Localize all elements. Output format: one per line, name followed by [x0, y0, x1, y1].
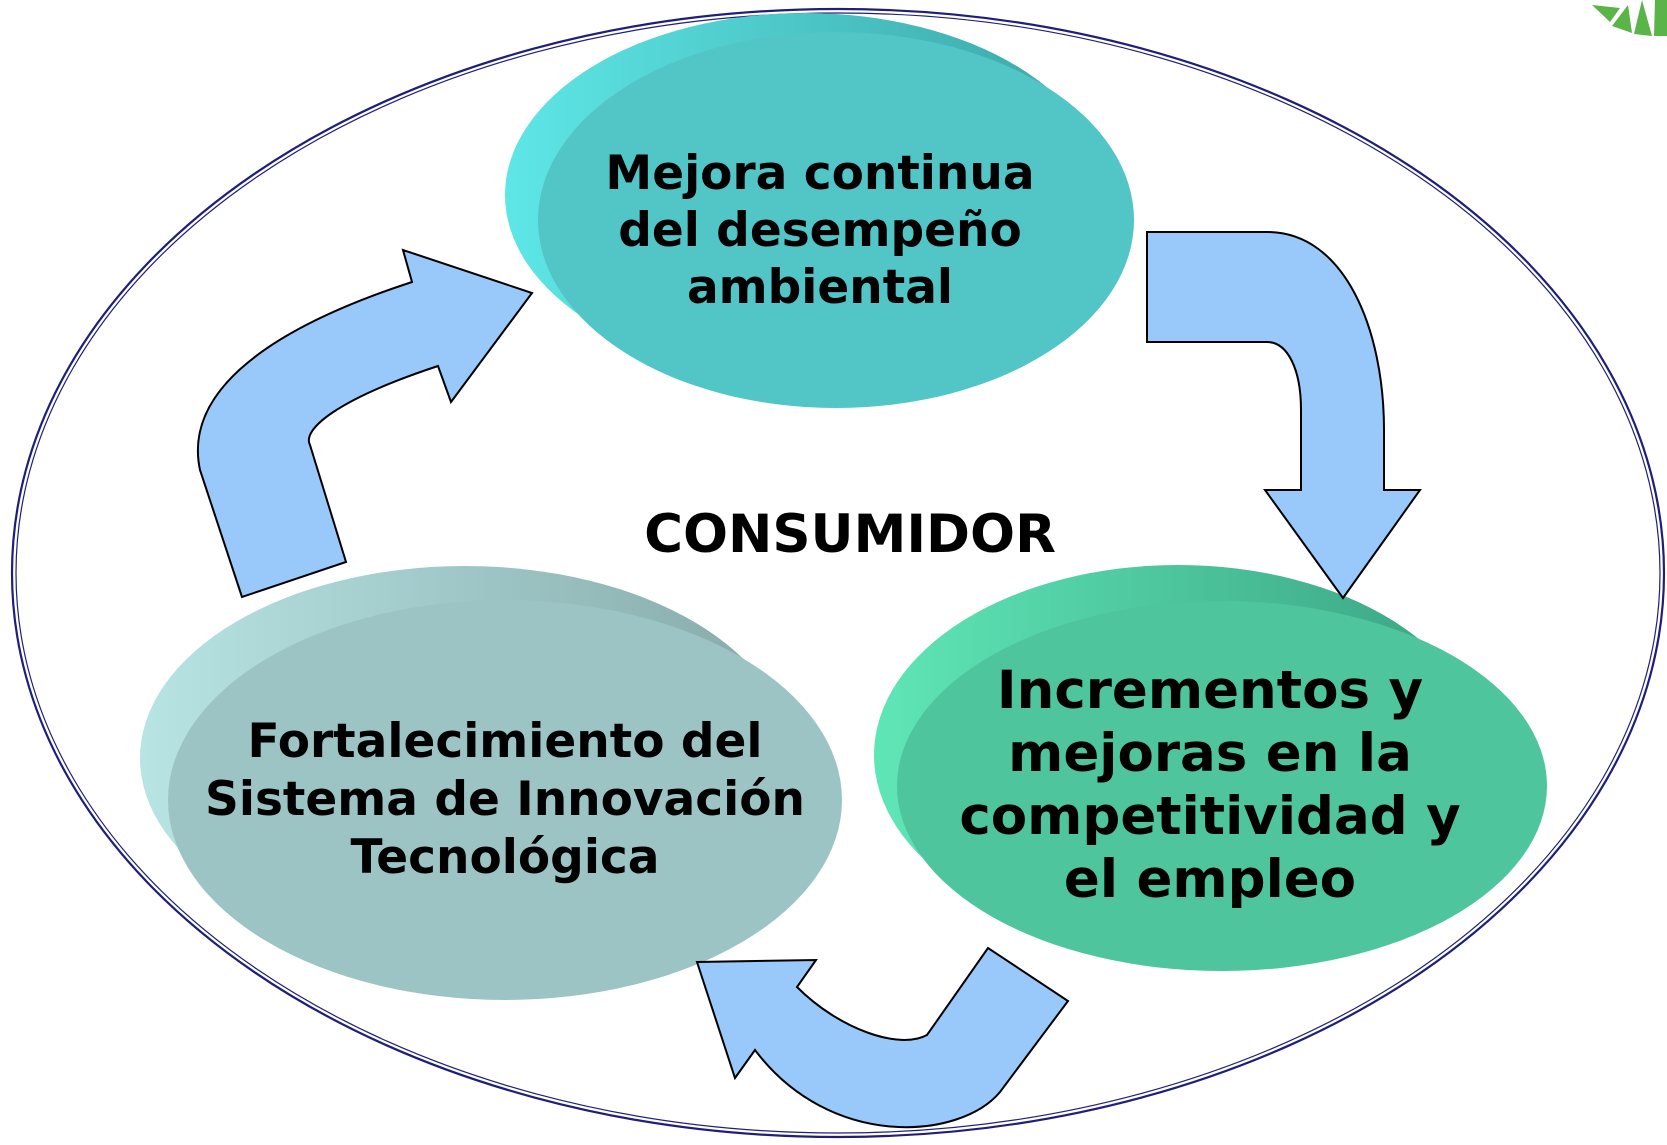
corner-logo-leaf-3 [1634, 0, 1652, 36]
corner-logo-leaf-2 [1612, 5, 1632, 33]
node-top [505, 13, 1134, 408]
node-right-label: Incrementos y mejoras en la competitivid… [959, 660, 1461, 910]
node-top-face [538, 32, 1134, 408]
center-label: CONSUMIDOR [644, 504, 1056, 565]
node-top-label: Mejora continua del desempeño ambiental [605, 145, 1035, 315]
arrow-top-to-right [1146, 231, 1422, 600]
arrow-left-to-top [196, 248, 534, 599]
node-left-label: Fortalecimiento del Sistema de Innovació… [205, 714, 805, 885]
arrow-right-to-left [695, 946, 1070, 1129]
node-left [140, 566, 842, 1000]
outer-ellipse-inner-line [15, 12, 1661, 1134]
node-left-face [168, 600, 842, 1000]
node-right-face [897, 601, 1547, 971]
corner-logo-leaf-1 [1592, 5, 1620, 22]
corner-logo-leaf-4 [1654, 0, 1667, 36]
corner-logo-graphic [1592, 0, 1667, 36]
outer-ellipse [10, 7, 1666, 1139]
node-right [874, 565, 1547, 971]
